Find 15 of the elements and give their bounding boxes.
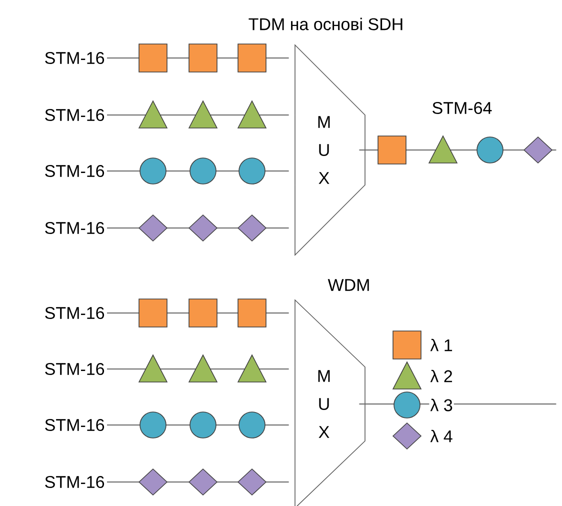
legend-label: λ 1: [429, 338, 454, 352]
signal-label: STM-16: [45, 108, 104, 122]
signal-label: STM-16: [45, 476, 104, 488]
signal-label: STM-16: [45, 418, 104, 432]
signal-label: STM-16: [45, 164, 104, 178]
legend-label: λ 4: [429, 428, 454, 444]
signal-label: STM-16: [45, 222, 104, 234]
signal-label: STM-16: [45, 362, 104, 376]
legend-label: λ 3: [429, 398, 454, 412]
multiplexer-caption: WDM: [328, 279, 369, 291]
multiplexer-caption: TDM на основі SDH: [248, 18, 402, 30]
legend-label: λ 2: [429, 368, 454, 384]
edge-label: STM-64: [430, 100, 494, 116]
signal-label: STM-16: [45, 306, 104, 320]
signal-label: STM-16: [45, 52, 104, 64]
